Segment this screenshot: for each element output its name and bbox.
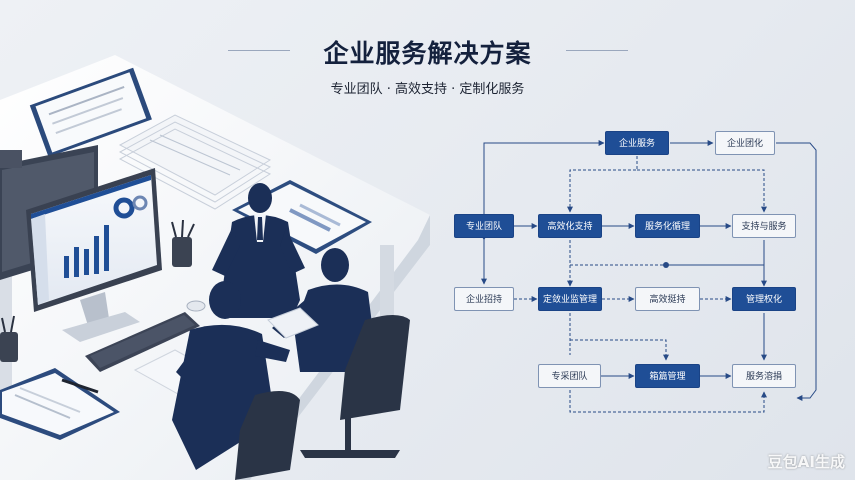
flow-node-expert-team: 专采团队 [538, 364, 601, 388]
monitor-bar [84, 249, 89, 275]
pen-holder [171, 219, 195, 267]
monitor-bar-chart [64, 225, 109, 278]
ring-chart-icon [132, 195, 148, 211]
flow-node-professional-team: 专业团队 [454, 214, 514, 238]
paper-stack [118, 114, 272, 210]
flow-node-support-service: 支持与服务 [732, 214, 796, 238]
mouse [186, 300, 206, 312]
flow-node-enterprise-team: 企业团化 [715, 131, 775, 155]
monitor-bar [94, 236, 99, 274]
monitor-bar [64, 256, 69, 278]
pen-holder-left [0, 315, 18, 362]
monitor-bar [74, 247, 79, 277]
flow-node-efficient-hold: 高效挺持 [635, 287, 700, 311]
office-chairs [235, 315, 410, 480]
flow-node-service-management: 服务化循理 [635, 214, 700, 238]
clipboard-bottom [0, 368, 120, 440]
main-monitor [26, 168, 162, 342]
flow-node-efficient-support: 高效化支持 [538, 214, 602, 238]
title-line-left [228, 50, 290, 51]
monitor-bar [104, 225, 109, 271]
document-in-hand [267, 307, 319, 339]
donut-chart-icon [113, 197, 135, 219]
page-subtitle: 专业团队 · 高效支持 · 定制化服务 [330, 82, 525, 97]
flow-node-management: 管理权化 [732, 287, 796, 311]
pen [61, 378, 99, 394]
flow-node-box-management: 箱篇管理 [635, 364, 700, 388]
page-title: 企业服务解决方案 [323, 39, 532, 68]
clipboard-document [29, 67, 152, 158]
title-line-right [566, 50, 628, 51]
left-keyboard [0, 150, 22, 168]
flow-node-enterprise-service: 企业服务 [605, 131, 669, 155]
flow-node-service-delivery: 服务溶捐 [732, 364, 796, 388]
flow-node-enterprise-support: 企业招持 [454, 287, 514, 311]
ai-watermark: 豆包AI生成 [767, 453, 845, 471]
flow-node-custom-management: 定敛业监管理 [538, 287, 602, 311]
connector-dot [663, 262, 669, 268]
